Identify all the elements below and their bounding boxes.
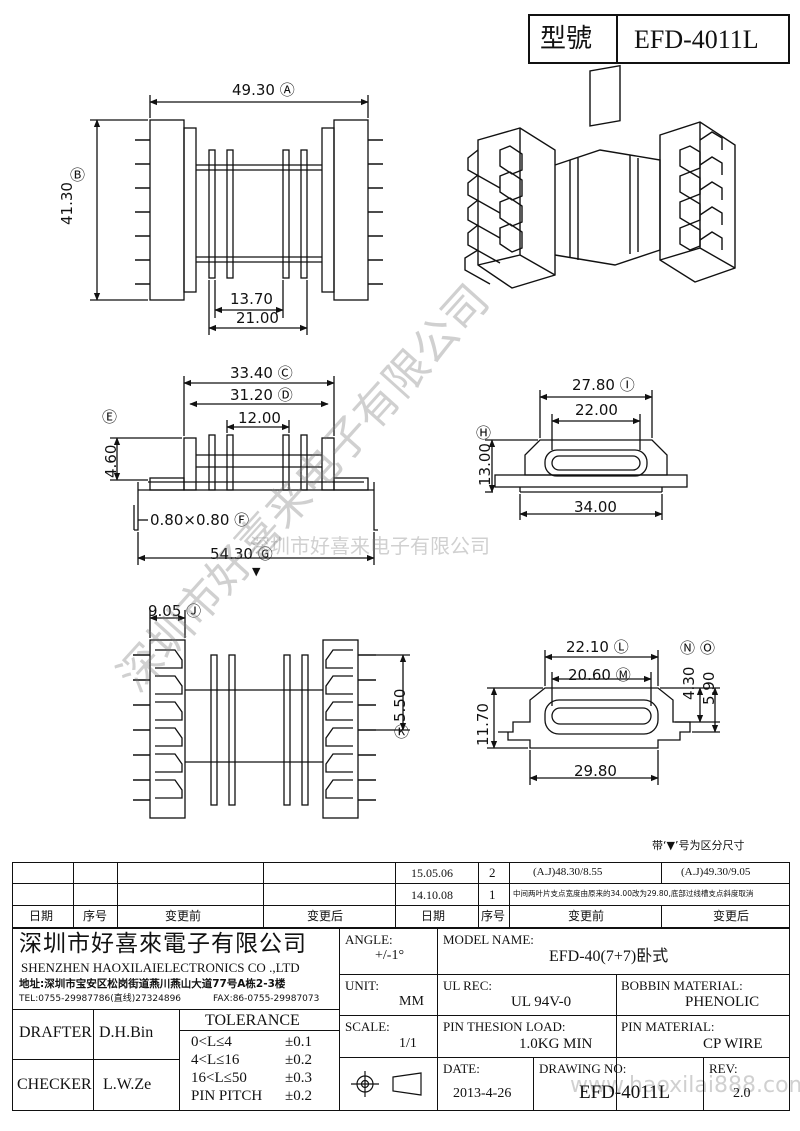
dim-n: Ⓝ [680,639,696,657]
date-label: DATE: [443,1061,480,1076]
title-block: 深圳市好喜來電子有限公司 SHENZHEN HAOXILAIELECTRONIC… [12,928,790,1111]
dim-a: 49.30 Ⓐ [232,81,295,99]
rev-header-before-2: 变更前 [568,909,605,923]
dim-34-00: 34.00 [574,498,617,516]
side-view [485,390,688,520]
tolerance-label: TOLERANCE [205,1012,300,1029]
bobbin-material-value: PHENOLIC [685,994,760,1010]
rev2-no: 2 [489,865,496,880]
tol-range-3: 16<L≤50 [191,1070,247,1086]
rev-header-no: 序号 [83,909,108,923]
rev2-after: (A.J)49.30/9.05 [681,866,751,878]
company-name-cn: 深圳市好喜來電子有限公司 [19,931,307,957]
dim-f: 0.80×0.80 Ⓕ [150,511,250,529]
drawing-no-label: DRAWING NO: [539,1061,627,1076]
dim-g: 54.30 Ⓖ [210,545,273,563]
marker-note: 带‘▼’号为区分尺寸 [652,839,745,852]
scale-value: 1/1 [399,1036,417,1051]
dim-21-00: 21.00 [236,309,279,327]
drawing-no-value: EFD-4011L [579,1082,671,1103]
rev2-before: (A.J)48.30/8.55 [533,866,603,878]
projection-symbol-icon [351,1071,422,1097]
dim-d: 31.20 Ⓓ [230,386,293,404]
pin-material-value: CP WIRE [703,1036,763,1052]
dim-l: 22.10 Ⓛ [566,638,629,656]
tol-value-2: ±0.2 [285,1052,312,1068]
dim-b-value: 41.30 [58,182,76,225]
dim-c: 33.40 Ⓒ [230,364,293,382]
model-label: 型號 [540,24,593,54]
company-fax: FAX:86-0755-29987073 [213,994,320,1004]
drafter-value: D.H.Bin [99,1024,154,1041]
dim-g-marker: ▼ [252,565,261,578]
dim-o-value: 5.90 [700,671,718,705]
tol-value-1: ±0.1 [285,1034,312,1050]
tol-value-4: ±0.2 [285,1088,312,1104]
rev1-desc: 中间两叶片支点宽度由原来的34.00改为29.80,底部过线槽支点斜度取消 [513,889,754,898]
checker-label: CHECKER [17,1076,92,1093]
company-address: 地址:深圳市宝安区松岗街道燕川燕山大道77号A栋2-3楼 [19,978,286,990]
rev2-date: 15.05.06 [411,866,453,880]
rev-header-date: 日期 [29,909,54,923]
front-view [110,376,378,565]
model-name-label: MODEL NAME: [443,932,534,947]
tol-range-2: 4<L≤16 [191,1052,240,1068]
dim-29-80: 29.80 [574,762,617,780]
top-view [90,95,383,335]
dim-12-00: 12.00 [238,409,281,427]
dim-11-70: 11.70 [474,703,492,746]
rev-header-after-2: 变更后 [713,909,750,923]
dim-k: Ⓚ [394,723,410,741]
dim-k-value: 5.50 [391,688,409,722]
drafter-label: DRAFTER [19,1024,92,1041]
dim-b: Ⓑ [70,166,86,184]
company-tel: TEL:0755-29987786(直线)27324896 [19,994,182,1004]
dim-e: Ⓔ [102,408,118,426]
dim-o: Ⓞ [700,639,716,657]
angle-value: +/-1° [375,948,405,963]
rev-header-no-2: 序号 [481,909,506,923]
dim-j: 9.05 Ⓙ [148,602,202,620]
isometric-view [464,64,736,289]
scale-label: SCALE: [345,1019,390,1034]
rev1-date: 14.10.08 [411,888,453,902]
tol-value-3: ±0.3 [285,1070,312,1086]
unit-value: MM [399,994,424,1009]
rev1-no: 1 [489,887,496,902]
dim-22-00: 22.00 [575,401,618,419]
checker-value: L.W.Ze [103,1076,152,1093]
unit-label: UNIT: [345,978,380,993]
rev-value: 2.0 [733,1086,751,1101]
company-name-en: SHENZHEN HAOXILAIELECTRONICS CO .,LTD [21,960,300,975]
model-value: EFD-4011L [634,25,759,54]
rev-header-date-2: 日期 [421,909,446,923]
bottom-view [133,610,410,819]
technical-drawing [90,64,736,819]
rev-header-before: 变更前 [165,909,202,923]
angle-label: ANGLE: [345,932,393,947]
ul-rec-label: UL REC: [443,978,492,993]
ul-rec-value: UL 94V-0 [511,994,572,1010]
dim-m: 20.60 Ⓜ [568,666,631,684]
bobbin-material-label: BOBBIN MATERIAL: [621,978,743,993]
rev-header-after: 变更后 [307,909,344,923]
tol-range-1: 0<L≤4 [191,1034,232,1050]
dim-i: 27.80 Ⓘ [572,376,635,394]
revision-table: 15.05.06 2 (A.J)48.30/8.55 (A.J)49.30/9.… [12,862,790,928]
side-view-2 [487,650,720,785]
dim-e-value: 4.60 [102,444,120,478]
pin-material-label: PIN MATERIAL: [621,1019,715,1034]
tol-range-4: PIN PITCH [191,1088,263,1104]
date-value: 2013-4-26 [453,1086,512,1101]
dim-n-value: 4.30 [680,666,698,700]
dim-h: Ⓗ [476,424,492,442]
dim-h-value: 13.00 [476,443,494,486]
pin-tension-value: 1.0KG MIN [519,1036,593,1052]
rev-label: REV: [709,1061,738,1076]
pin-tension-label: PIN THESION LOAD: [443,1019,566,1034]
model-name-value: EFD-40(7+7)卧式 [549,948,669,965]
dim-13-70: 13.70 [230,290,273,308]
model-title-box: 型號 EFD-4011L [528,14,790,64]
